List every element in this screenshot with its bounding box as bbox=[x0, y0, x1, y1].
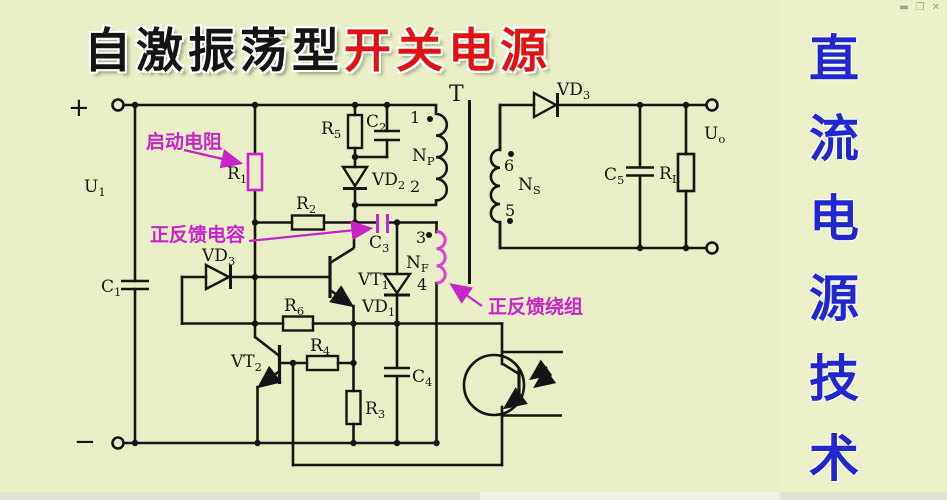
vd3-left-label: VD3 bbox=[201, 246, 235, 268]
resistor-r5 bbox=[346, 113, 364, 150]
pin2-label: 2 bbox=[410, 177, 420, 196]
resistor-r4 bbox=[305, 354, 340, 372]
junction-dots bbox=[131, 101, 690, 447]
pin5-label: 5 bbox=[505, 201, 515, 220]
ns-label: NS bbox=[518, 175, 541, 197]
rl-label: RL bbox=[659, 164, 680, 186]
title-black-part: 自激振荡型 bbox=[84, 24, 344, 79]
c1-label: C1 bbox=[101, 277, 121, 299]
diode-vd3-left bbox=[204, 263, 232, 291]
side-char-6: 术 bbox=[809, 430, 859, 488]
u1-label: U1 bbox=[84, 177, 106, 199]
vt2-label: VT2 bbox=[230, 352, 262, 374]
uo-label: Uo bbox=[704, 124, 725, 146]
resistor-r6 bbox=[281, 315, 315, 332]
r2-label: R2 bbox=[296, 194, 316, 216]
side-char-4: 源 bbox=[809, 270, 859, 328]
plus-terminal-label: + bbox=[68, 93, 90, 123]
polarity-dots bbox=[426, 116, 514, 238]
minimize-icon[interactable]: ▬ bbox=[899, 2, 909, 13]
title-red-part: 开关电源 bbox=[344, 24, 552, 79]
resistor-rl bbox=[676, 152, 696, 193]
capacitor-c1 bbox=[121, 279, 149, 291]
pin1-label: 1 bbox=[410, 108, 420, 127]
diode-vd3-top bbox=[532, 90, 559, 120]
resistor-r3 bbox=[345, 389, 362, 426]
light-arrows-icon bbox=[529, 359, 557, 389]
side-char-2: 流 bbox=[809, 110, 859, 168]
diode-vd1 bbox=[381, 272, 413, 297]
winding-ns bbox=[489, 105, 502, 248]
r4-label: R4 bbox=[310, 336, 330, 358]
capacitor-c4 bbox=[384, 366, 410, 378]
optocoupler-phototransistor bbox=[462, 350, 563, 417]
pin6-label: 6 bbox=[504, 156, 514, 175]
c2-label: C2 bbox=[366, 112, 386, 134]
io-terminals bbox=[111, 98, 719, 450]
bottom-strip-highlight bbox=[480, 492, 780, 500]
c4-label: C4 bbox=[412, 367, 432, 389]
resistor-r2 bbox=[290, 214, 326, 231]
side-vertical-title: 直 流 电 源 技 术 bbox=[801, 34, 867, 484]
page-title: 自激振荡型开关电源 bbox=[84, 12, 552, 81]
vt1-label: VT1 bbox=[357, 270, 389, 292]
diode-vd2 bbox=[340, 165, 370, 190]
window-controls: ▬ ❐ ✕ bbox=[899, 2, 940, 14]
connection-wires bbox=[122, 103, 708, 467]
winding-np bbox=[434, 105, 449, 205]
minus-terminal-label: − bbox=[74, 427, 96, 457]
vd3-top-label: VD3 bbox=[556, 80, 590, 102]
side-char-5: 技 bbox=[809, 350, 859, 408]
c3-label: C3 bbox=[369, 233, 389, 255]
capacitor-c3 bbox=[376, 214, 389, 233]
transistor-vt1 bbox=[328, 246, 355, 308]
annotation-arrows bbox=[183, 148, 483, 307]
side-char-3: 电 bbox=[809, 190, 859, 248]
side-panel-background bbox=[779, 0, 947, 500]
transistor-vt2 bbox=[254, 335, 282, 389]
startup-resistor-annotation: 启动电阻 bbox=[146, 130, 222, 153]
bottom-strip bbox=[0, 492, 947, 500]
feedback-capacitor-annotation: 正反馈电容 bbox=[150, 223, 245, 246]
capacitor-c2 bbox=[374, 129, 400, 142]
feedback-winding-annotation: 正反馈绕组 bbox=[488, 295, 583, 318]
r6-label: R6 bbox=[284, 296, 304, 318]
r3-label: R3 bbox=[365, 399, 385, 421]
restore-icon[interactable]: ❐ bbox=[915, 2, 925, 13]
c5-label: C5 bbox=[604, 165, 624, 187]
resistor-r1 bbox=[246, 152, 264, 192]
vd1-label: VD1 bbox=[361, 297, 395, 319]
nf-label: NF bbox=[406, 253, 429, 275]
winding-nf bbox=[436, 230, 447, 285]
r1-label: R1 bbox=[227, 164, 247, 186]
capacitor-c5 bbox=[626, 166, 654, 177]
r5-label: R5 bbox=[321, 119, 341, 141]
pin3-label: 3 bbox=[416, 228, 426, 247]
transformer-label: T bbox=[449, 82, 464, 107]
close-icon[interactable]: ✕ bbox=[931, 2, 940, 13]
vd2-label: VD2 bbox=[371, 170, 405, 192]
side-char-1: 直 bbox=[809, 30, 859, 88]
np-label: NP bbox=[412, 146, 435, 168]
pin4-label: 4 bbox=[417, 275, 427, 294]
